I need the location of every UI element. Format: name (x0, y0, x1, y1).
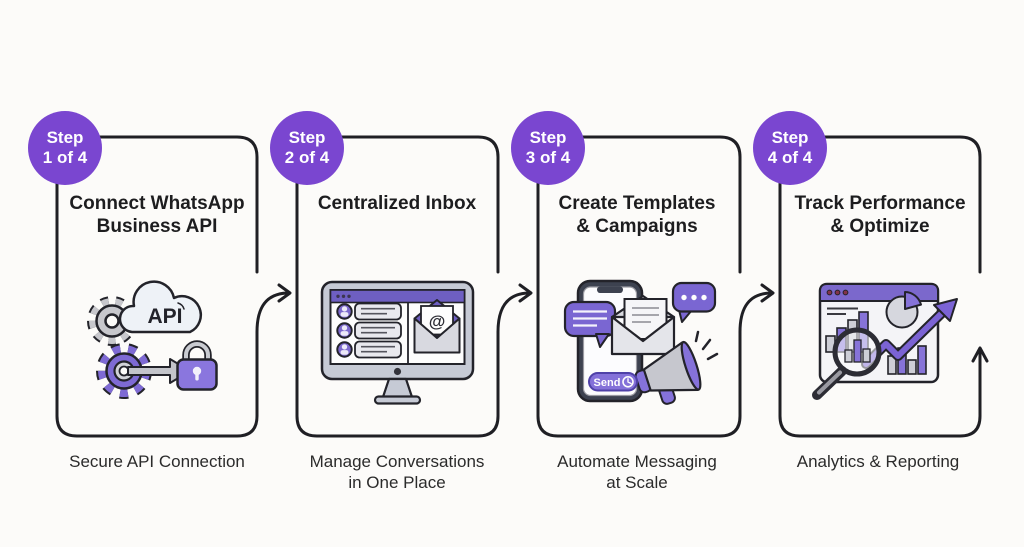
step-card-3-border (536, 135, 742, 438)
email-envelope-icon: @ (413, 299, 461, 354)
pie-chart-icon (885, 291, 922, 329)
arrow-head-icon (760, 283, 775, 303)
step-badge-1: Step 1 of 4 (28, 111, 102, 185)
step-caption-2: Manage Conversations in One Place (309, 452, 485, 492)
monitor-button-icon (393, 367, 402, 376)
step-badge-2-line2: 2 of 4 (284, 148, 330, 167)
step-badge-4-line2: 4 of 4 (767, 148, 813, 167)
step-title-1: Connect WhatsApp Business API (69, 193, 245, 237)
step-card-4-border (778, 135, 982, 438)
step-title-2: Centralized Inbox (317, 193, 477, 214)
step-title-3: Create Templates & Campaigns (558, 193, 716, 237)
step-caption-4: Analytics & Reporting (796, 452, 960, 471)
monitor-base (373, 395, 422, 405)
arrow-head-icon (277, 283, 292, 303)
step-badge-4: Step 4 of 4 (753, 111, 827, 185)
step-title-4: Track Performance & Optimize (794, 193, 966, 237)
step-badge-4-line1: Step (771, 128, 809, 147)
desktop-inbox-illustration: @ (320, 280, 475, 405)
chat-row (336, 340, 402, 359)
api-cloud-icon: API (118, 280, 203, 334)
sound-lines-icon (694, 330, 719, 361)
magnifier-icon (812, 327, 882, 400)
monitor-stand (381, 377, 414, 399)
window-dot-icon (347, 294, 351, 298)
step-badge-3: Step 3 of 4 (511, 111, 585, 185)
message-bubble (354, 321, 402, 340)
step-card-1-border (55, 135, 259, 438)
message-bubble (354, 340, 402, 359)
message-bubble (354, 302, 402, 321)
window-dot-icon (826, 289, 833, 296)
clock-icon (622, 375, 634, 388)
flow-arrow-up-icon (971, 346, 989, 363)
step-badge-1-line1: Step (46, 128, 84, 147)
step-badge-2-line1: Step (288, 128, 326, 147)
step-caption-3: Automate Messaging at Scale (557, 452, 717, 492)
arrow-head-icon (518, 283, 533, 303)
send-button: Send (588, 372, 638, 392)
step-badge-2: Step 2 of 4 (270, 111, 344, 185)
step-badge-1-line2: 1 of 4 (42, 148, 88, 167)
api-connection-illustration: API (87, 280, 218, 399)
flow-arrow-2-3 (496, 283, 533, 334)
megaphone-icon (634, 340, 702, 405)
lock-icon (176, 340, 218, 391)
step-caption-1: Secure API Connection (69, 452, 245, 471)
chat-row (336, 321, 402, 340)
send-label: Send (594, 377, 621, 389)
step-badge-3-line1: Step (529, 128, 567, 147)
window-dot-icon (341, 294, 346, 298)
bar-chart-icon (887, 345, 927, 375)
template-envelope-icon (610, 294, 676, 356)
phone-notch (597, 286, 623, 293)
flow-arrow-3-4 (738, 283, 775, 334)
api-label: API (147, 305, 182, 328)
analytics-dashboard-illustration (812, 282, 958, 400)
step-badge-3-line2: 3 of 4 (525, 148, 571, 167)
chat-list (336, 302, 402, 359)
step-card-2-border (295, 135, 500, 438)
dots-bubble-icon (671, 281, 717, 323)
at-symbol: @ (429, 312, 446, 331)
window-dot-icon (842, 289, 849, 296)
window-dot-icon (834, 289, 841, 296)
window-dot-icon (336, 294, 340, 298)
phone-campaign-illustration: Send (563, 279, 719, 405)
flow-arrow-1-2 (255, 283, 292, 334)
chat-row (336, 302, 402, 321)
